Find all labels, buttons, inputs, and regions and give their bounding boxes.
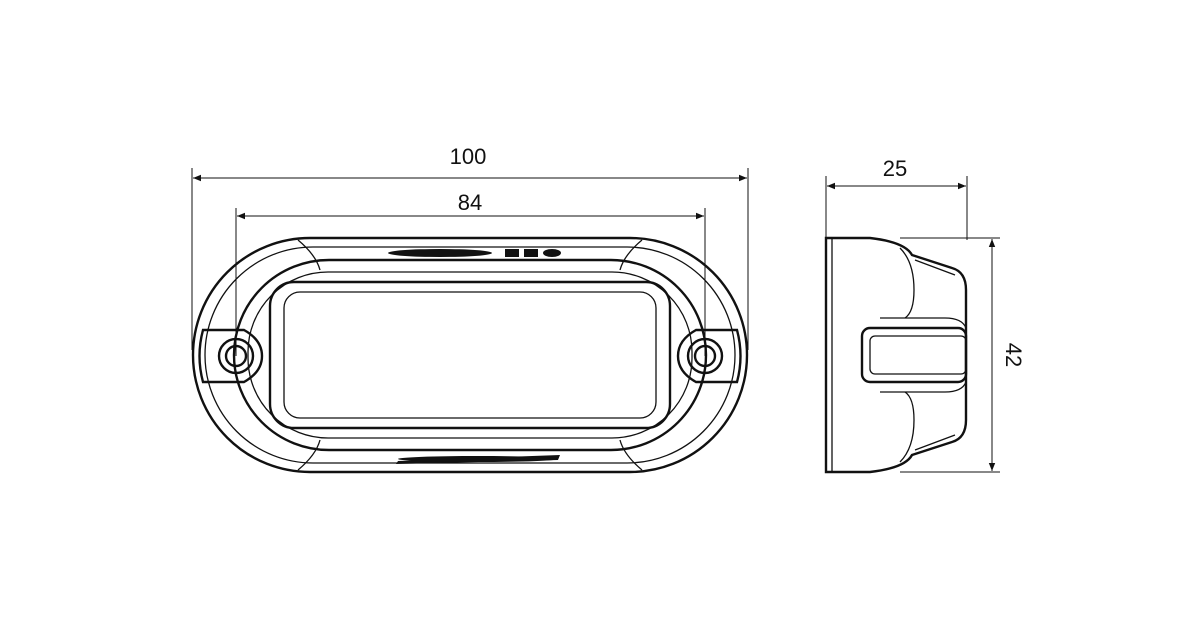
dimension-depth: 25 xyxy=(825,156,968,240)
brand-logo-top xyxy=(388,249,561,257)
dimension-height: 42 xyxy=(900,237,1026,473)
dimension-overall-width: 100 xyxy=(191,144,749,350)
dimension-label-100: 100 xyxy=(450,144,487,169)
dimension-hole-spacing: 84 xyxy=(235,190,706,356)
brand-logo-bottom xyxy=(396,455,560,464)
side-view xyxy=(824,236,968,474)
dimension-label-25: 25 xyxy=(883,156,907,181)
dimension-label-84: 84 xyxy=(458,190,482,215)
mounting-hole-left xyxy=(198,328,264,384)
front-view xyxy=(191,236,749,474)
dimension-label-42: 42 xyxy=(1001,343,1026,367)
mounting-hole-right xyxy=(676,328,742,384)
